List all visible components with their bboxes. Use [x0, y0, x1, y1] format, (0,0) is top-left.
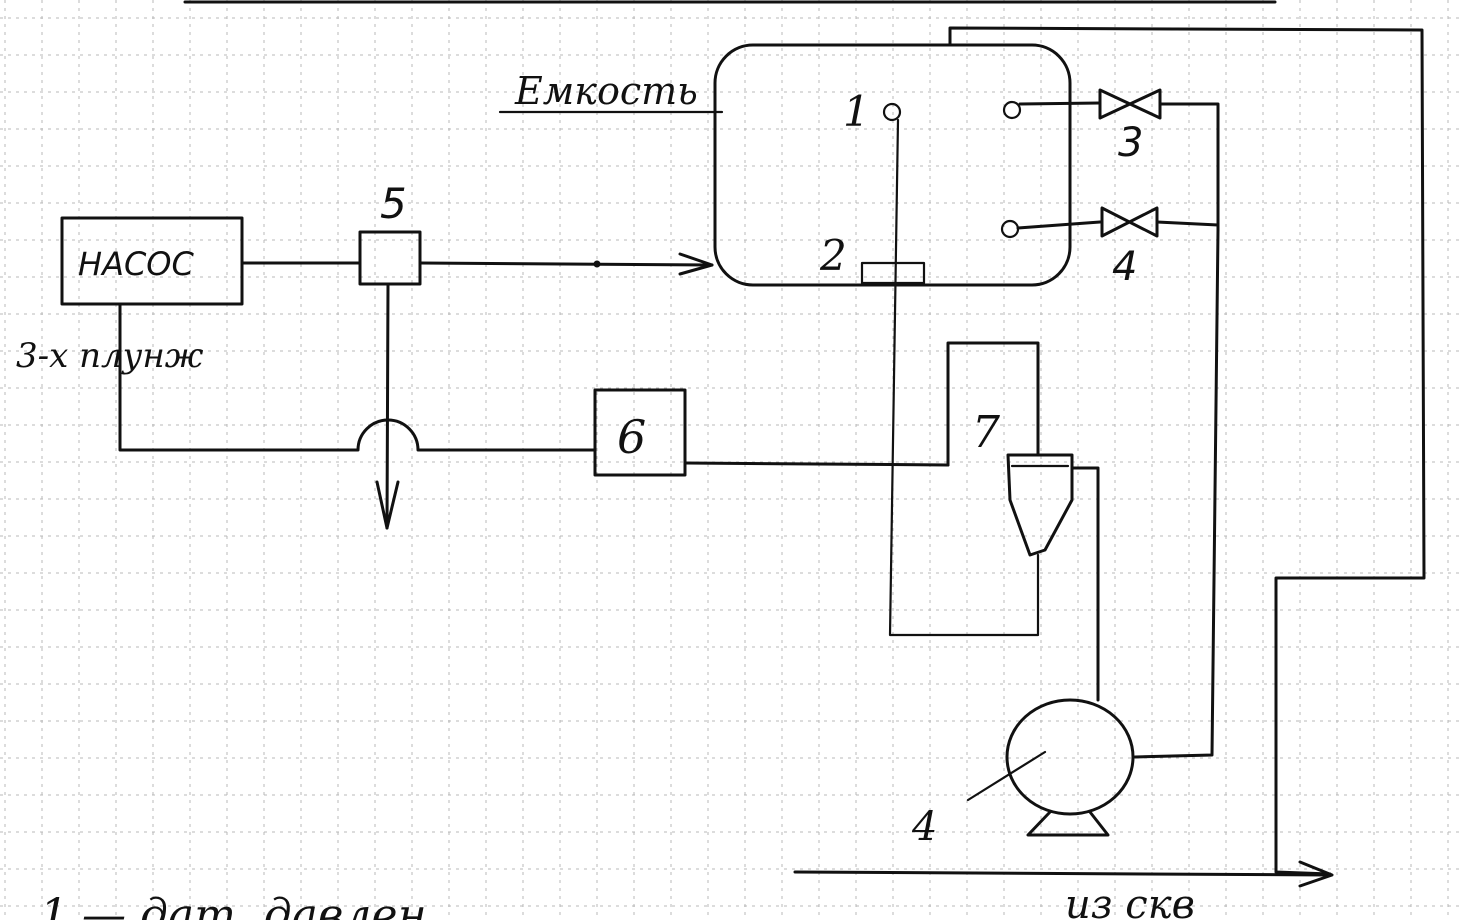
- pump-subtitle: 3-х плунж: [16, 336, 204, 376]
- valve-3-out-line: [1158, 102, 1220, 232]
- container-tank: [713, 43, 1072, 287]
- motor-pump-base: [1026, 810, 1110, 837]
- pump-box: [60, 216, 244, 306]
- block5-to-container-line: [418, 261, 714, 267]
- sensor-2-label: 2: [819, 231, 847, 280]
- block-5: [358, 230, 422, 286]
- outlet-arrow: [1298, 860, 1334, 888]
- bypass-line: [948, 26, 1426, 876]
- block-6: [593, 388, 687, 477]
- container-inlet-arrow: [678, 252, 714, 276]
- sensor-2-pad: [860, 261, 926, 285]
- valve-4-label: 4: [1112, 244, 1137, 290]
- sensor-1-line: [888, 118, 1040, 637]
- valve-4-line: [1016, 220, 1102, 230]
- block5-drain-arrow: [375, 480, 400, 530]
- valve-3-symbol: [1098, 88, 1162, 120]
- junction-dot: [593, 260, 601, 268]
- motor-pump-leader: [966, 750, 1047, 802]
- outlet-4-circle: [1000, 219, 1020, 239]
- filter-hopper: [1006, 453, 1074, 557]
- sensor-1-circle: [882, 102, 902, 122]
- outlet-label: из скв: [1065, 882, 1195, 920]
- block-7-loop: [946, 341, 1040, 467]
- valve-4-symbol: [1100, 206, 1159, 238]
- block-5-label: 5: [380, 179, 407, 228]
- valve-3-line: [1018, 101, 1102, 106]
- container-label: Емкость: [514, 69, 698, 113]
- motor-pump-label: 4: [911, 804, 937, 850]
- valve-4-out-line: [1155, 220, 1220, 227]
- pump-return-line: [118, 302, 597, 452]
- motor-pump-body: [1005, 698, 1135, 816]
- sensor-1-label: 1: [843, 87, 870, 136]
- pump-label: НАСОС: [78, 245, 194, 283]
- block5-drain-line: [385, 282, 390, 530]
- block-7-label: 7: [972, 407, 1000, 458]
- block6-to-block7-line: [683, 461, 950, 467]
- outlet-3-circle: [1002, 100, 1022, 120]
- block-6-label: 6: [617, 410, 646, 464]
- outlet-line: [793, 870, 1332, 877]
- valve-3-label: 3: [1118, 120, 1143, 166]
- valve-return-line: [1133, 228, 1220, 759]
- footer-note: 1 — дат. давлен: [40, 890, 427, 920]
- filter-to-motor-line: [1070, 466, 1100, 702]
